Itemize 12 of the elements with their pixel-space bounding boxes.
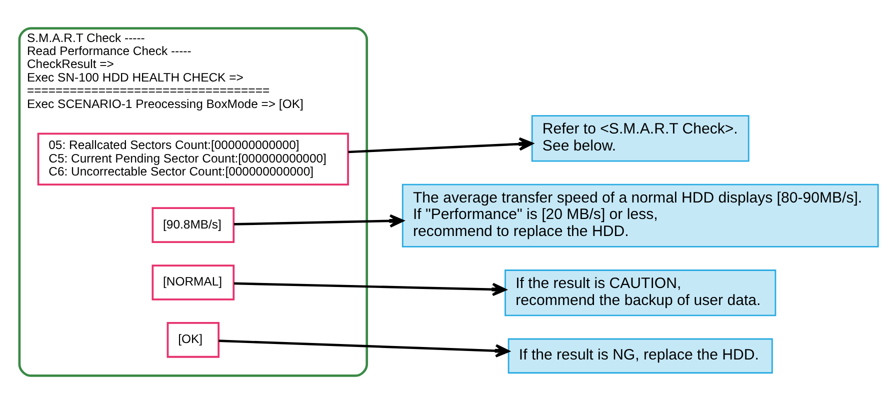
node-box: [OK]: [166, 322, 220, 358]
node-box: 05: Reallcated Sectors Count:[000000000000] C5: Current Pending Sector Count:[000000000000] C6: Uncorrectable Sector Count:[000000000000]: [37, 132, 349, 186]
arrow: [234, 282, 506, 296]
node-box: [90.8MB/s]: [152, 206, 235, 242]
arrow: [234, 214, 404, 228]
node-box: [NORMAL]: [152, 264, 235, 300]
node-box: If the result is NG, replace the HDD.: [508, 338, 773, 374]
node-box: If the result is CAUTION, recommend the backup of user data.: [504, 269, 776, 316]
arrow: [348, 136, 534, 153]
arrow: [218, 339, 510, 357]
node-box: Refer to <S.M.A.R.T Check>. See below.: [531, 114, 750, 162]
node-box: The average transfer speed of a normal HDD displays [80-90MB/s]. If "Performance" is [20 MB/s] or less, recommend to replace the HDD.: [402, 183, 879, 247]
